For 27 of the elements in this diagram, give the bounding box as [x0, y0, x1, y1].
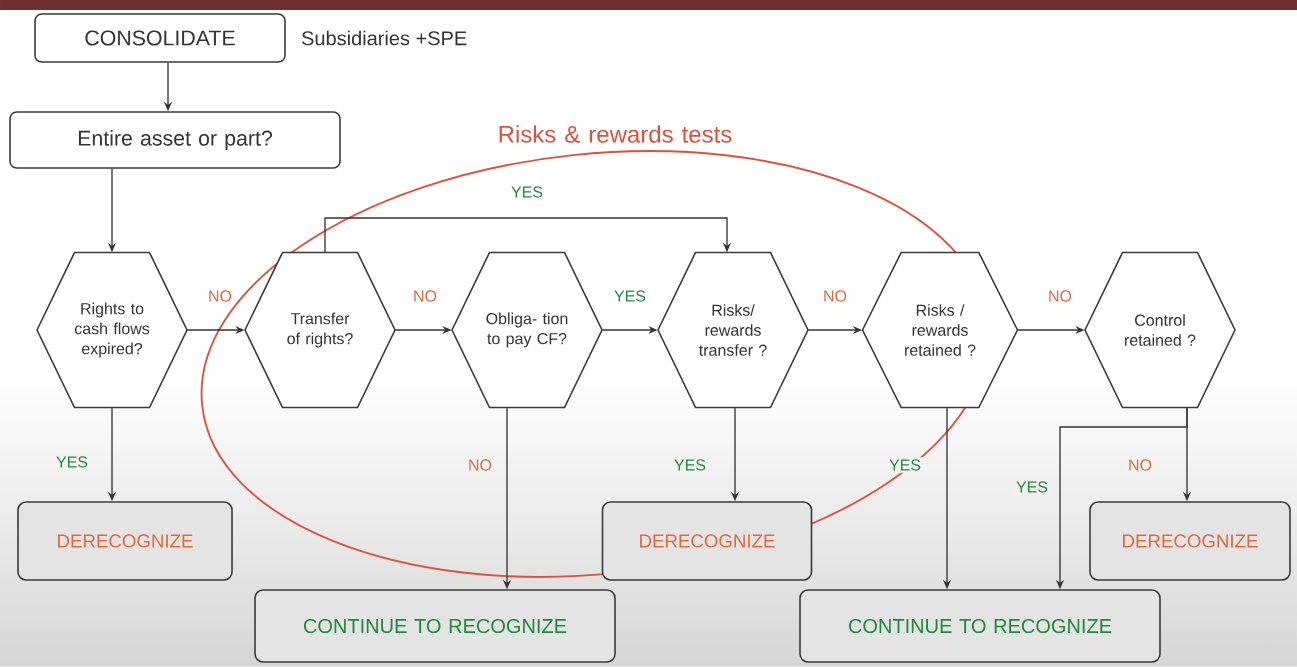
edge-label: NO: [1126, 457, 1154, 473]
edge-label: NO: [411, 288, 439, 304]
edge-label: NO: [821, 288, 849, 304]
edge-label: YES: [612, 288, 648, 304]
edge-label: NO: [466, 457, 494, 473]
side-note: Subsidiaries +SPE: [301, 30, 467, 46]
process-box: CONSOLIDATE: [34, 13, 286, 63]
decision-hexagon: Obliga- tion to pay CF?: [451, 251, 603, 409]
edge-label: YES: [1014, 479, 1050, 495]
arrow: [324, 217, 732, 253]
decision-hexagon: Control retained ?: [1084, 251, 1236, 409]
edge-label: YES: [887, 457, 923, 473]
outcome-box: DERECOGNIZE: [1089, 501, 1291, 581]
outcome-box: CONTINUE TO RECOGNIZE: [799, 589, 1161, 663]
edge-label: NO: [1046, 288, 1074, 304]
process-box: Entire asset or part?: [9, 111, 341, 169]
decision-hexagon: Risks / rewards retained ?: [861, 251, 1019, 409]
outcome-box: DERECOGNIZE: [17, 501, 233, 581]
edge-label: YES: [672, 457, 708, 473]
outcome-box: CONTINUE TO RECOGNIZE: [254, 589, 616, 663]
edge-label: YES: [54, 454, 90, 470]
node-label: Risks & rewards tests: [499, 125, 732, 143]
decision-hexagon: Rights to cash flows expired?: [36, 251, 188, 409]
edge-label: YES: [509, 184, 545, 200]
edge-label: NO: [206, 288, 234, 304]
decision-hexagon: Risks/ rewards transfer ?: [657, 251, 809, 409]
decision-hexagon: Transfer of rights?: [244, 251, 396, 409]
